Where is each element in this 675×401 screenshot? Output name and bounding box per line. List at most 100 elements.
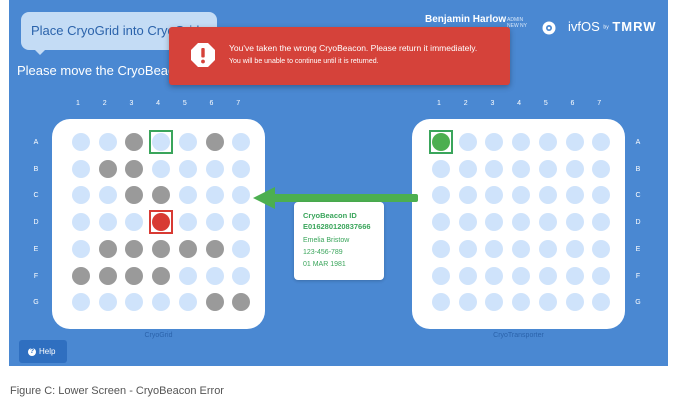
- well-empty[interactable]: [458, 213, 477, 232]
- well-empty[interactable]: [178, 159, 197, 178]
- well-empty[interactable]: [565, 159, 584, 178]
- well-empty[interactable]: [538, 293, 557, 312]
- well-empty[interactable]: [98, 213, 117, 232]
- well-empty[interactable]: [512, 159, 531, 178]
- well-empty[interactable]: [592, 266, 611, 285]
- well-empty[interactable]: [512, 293, 531, 312]
- well-filled[interactable]: [205, 133, 224, 151]
- well-empty[interactable]: [205, 213, 224, 232]
- well-empty[interactable]: [512, 239, 531, 258]
- well-empty[interactable]: [232, 186, 251, 205]
- well-empty[interactable]: [592, 186, 611, 205]
- well-empty[interactable]: [565, 239, 584, 258]
- well-empty[interactable]: [458, 239, 477, 258]
- well-empty[interactable]: [72, 239, 90, 258]
- well-empty[interactable]: [592, 159, 611, 178]
- well-filled[interactable]: [152, 186, 171, 205]
- well-empty[interactable]: [485, 213, 504, 232]
- well-filled[interactable]: [125, 186, 144, 205]
- well-empty[interactable]: [512, 213, 531, 232]
- well-empty[interactable]: [592, 213, 611, 232]
- well-empty[interactable]: [205, 186, 224, 205]
- well-filled[interactable]: [152, 266, 171, 285]
- well-empty[interactable]: [565, 293, 584, 312]
- well-empty[interactable]: [152, 133, 171, 151]
- well-empty[interactable]: [592, 239, 611, 258]
- well-selected[interactable]: [432, 133, 450, 151]
- well-empty[interactable]: [512, 133, 531, 151]
- well-empty[interactable]: [232, 133, 251, 151]
- well-empty[interactable]: [458, 133, 477, 151]
- well-empty[interactable]: [565, 213, 584, 232]
- well-filled[interactable]: [98, 266, 117, 285]
- well-empty[interactable]: [178, 293, 197, 312]
- well-empty[interactable]: [432, 266, 450, 285]
- well-empty[interactable]: [178, 266, 197, 285]
- well-empty[interactable]: [485, 186, 504, 205]
- well-empty[interactable]: [538, 186, 557, 205]
- well-empty[interactable]: [205, 266, 224, 285]
- well-empty[interactable]: [538, 239, 557, 258]
- well-empty[interactable]: [538, 213, 557, 232]
- well-empty[interactable]: [98, 133, 117, 151]
- well-filled[interactable]: [125, 266, 144, 285]
- well-empty[interactable]: [432, 239, 450, 258]
- well-empty[interactable]: [485, 133, 504, 151]
- well-empty[interactable]: [152, 293, 171, 312]
- well-empty[interactable]: [178, 213, 197, 232]
- gear-icon[interactable]: [541, 20, 557, 36]
- well-empty[interactable]: [432, 293, 450, 312]
- well-empty[interactable]: [232, 239, 251, 258]
- well-empty[interactable]: [538, 266, 557, 285]
- well-empty[interactable]: [178, 186, 197, 205]
- well-empty[interactable]: [432, 213, 450, 232]
- well-empty[interactable]: [565, 133, 584, 151]
- well-empty[interactable]: [98, 293, 117, 312]
- well-empty[interactable]: [458, 186, 477, 205]
- well-filled[interactable]: [72, 266, 90, 285]
- well-error[interactable]: [152, 213, 171, 232]
- well-empty[interactable]: [485, 293, 504, 312]
- well-empty[interactable]: [232, 159, 251, 178]
- well-empty[interactable]: [592, 133, 611, 151]
- well-empty[interactable]: [72, 133, 90, 151]
- well-empty[interactable]: [98, 186, 117, 205]
- well-empty[interactable]: [538, 159, 557, 178]
- well-filled[interactable]: [125, 133, 144, 151]
- well-empty[interactable]: [485, 239, 504, 258]
- well-empty[interactable]: [458, 293, 477, 312]
- well-filled[interactable]: [232, 293, 251, 312]
- well-empty[interactable]: [512, 186, 531, 205]
- well-filled[interactable]: [205, 293, 224, 312]
- well-empty[interactable]: [125, 213, 144, 232]
- well-empty[interactable]: [72, 213, 90, 232]
- well-empty[interactable]: [178, 133, 197, 151]
- well-empty[interactable]: [232, 213, 251, 232]
- well-filled[interactable]: [125, 159, 144, 178]
- well-empty[interactable]: [565, 266, 584, 285]
- well-empty[interactable]: [232, 266, 251, 285]
- well-empty[interactable]: [125, 293, 144, 312]
- well-filled[interactable]: [125, 239, 144, 258]
- well-empty[interactable]: [72, 159, 90, 178]
- well-empty[interactable]: [592, 293, 611, 312]
- well-empty[interactable]: [432, 159, 450, 178]
- well-filled[interactable]: [98, 159, 117, 178]
- well-filled[interactable]: [205, 239, 224, 258]
- well-empty[interactable]: [538, 133, 557, 151]
- well-empty[interactable]: [485, 159, 504, 178]
- well-filled[interactable]: [152, 239, 171, 258]
- help-button[interactable]: ?Help: [19, 340, 67, 363]
- well-empty[interactable]: [72, 293, 90, 312]
- well-filled[interactable]: [178, 239, 197, 258]
- well-filled[interactable]: [98, 239, 117, 258]
- well-empty[interactable]: [565, 186, 584, 205]
- well-empty[interactable]: [205, 159, 224, 178]
- well-empty[interactable]: [458, 266, 477, 285]
- well-empty[interactable]: [432, 186, 450, 205]
- well-empty[interactable]: [512, 266, 531, 285]
- well-empty[interactable]: [458, 159, 477, 178]
- well-empty[interactable]: [485, 266, 504, 285]
- user-name[interactable]: Benjamin Harlow: [425, 14, 507, 25]
- well-empty[interactable]: [72, 186, 90, 205]
